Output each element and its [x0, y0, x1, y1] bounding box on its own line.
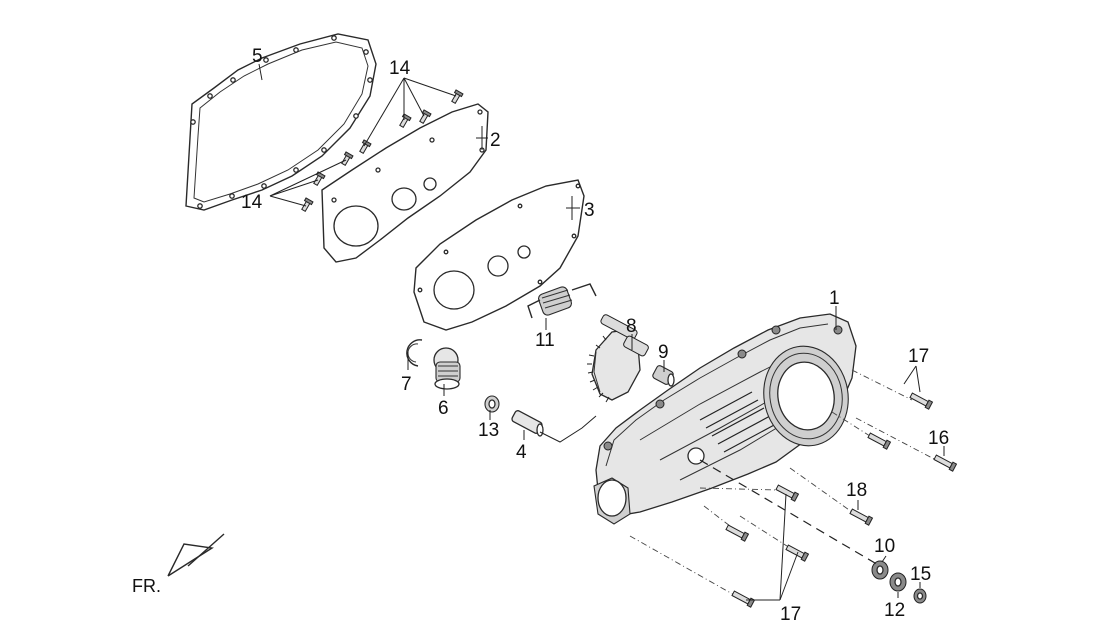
- part-12-bearing: [889, 572, 907, 592]
- callout-8: 8: [626, 316, 637, 337]
- callout-6: 6: [438, 398, 449, 419]
- callout-7: 7: [401, 374, 412, 395]
- cover-fins: [699, 391, 777, 453]
- callout-12: 12: [884, 600, 905, 621]
- callout-18: 18: [846, 480, 867, 501]
- callout-14-bottom: 14: [241, 192, 263, 213]
- callout-1: 1: [829, 288, 840, 309]
- leader-lines: [258, 63, 945, 601]
- part-18-bolt: [789, 467, 874, 526]
- part-4-pin: [511, 410, 544, 437]
- callout-17-right: 17: [908, 346, 929, 367]
- callout-13: 13: [478, 420, 499, 441]
- part-10-seal: [871, 560, 889, 580]
- part-16-bolt: [855, 417, 958, 472]
- callout-17-bottom: 17: [780, 604, 801, 625]
- callout-labels: 1 2 3 4 5 6 7 8 9 10 11 12 13 14 14 15 1…: [241, 46, 949, 625]
- callout-3: 3: [584, 200, 595, 221]
- callout-10: 10: [874, 536, 895, 557]
- part-13-washer: [484, 395, 500, 413]
- part-1-main-cover: [593, 313, 857, 525]
- part-5-gasket: [185, 33, 377, 211]
- part-17-bolts-bottom: [629, 484, 810, 608]
- axis-line-main: [699, 459, 881, 567]
- callout-11: 11: [535, 330, 555, 351]
- callout-2: 2: [490, 130, 501, 151]
- part-2-inner-plate: [321, 103, 489, 263]
- callout-5: 5: [252, 46, 263, 67]
- direction-label: FR.: [132, 576, 161, 596]
- part-11-spring: [527, 283, 597, 319]
- part-17-bolts-right: [831, 369, 934, 450]
- front-direction-indicator: FR.: [132, 533, 225, 596]
- callout-4: 4: [516, 442, 527, 463]
- part-7-circlip: [406, 339, 423, 367]
- part-9-bushing: [652, 365, 675, 387]
- assembly-path-line: [539, 415, 597, 443]
- callout-16: 16: [928, 428, 949, 449]
- part-15-nut: [913, 588, 927, 604]
- gasket-bolt-holes: [190, 35, 373, 209]
- callout-9: 9: [658, 342, 669, 363]
- part-6-gear: [433, 347, 461, 390]
- part-3-plate: [413, 179, 585, 331]
- callout-14-top: 14: [389, 58, 411, 79]
- callout-15: 15: [910, 564, 931, 585]
- part-8-kick-shaft: [587, 314, 649, 403]
- gear-teeth: [587, 335, 610, 403]
